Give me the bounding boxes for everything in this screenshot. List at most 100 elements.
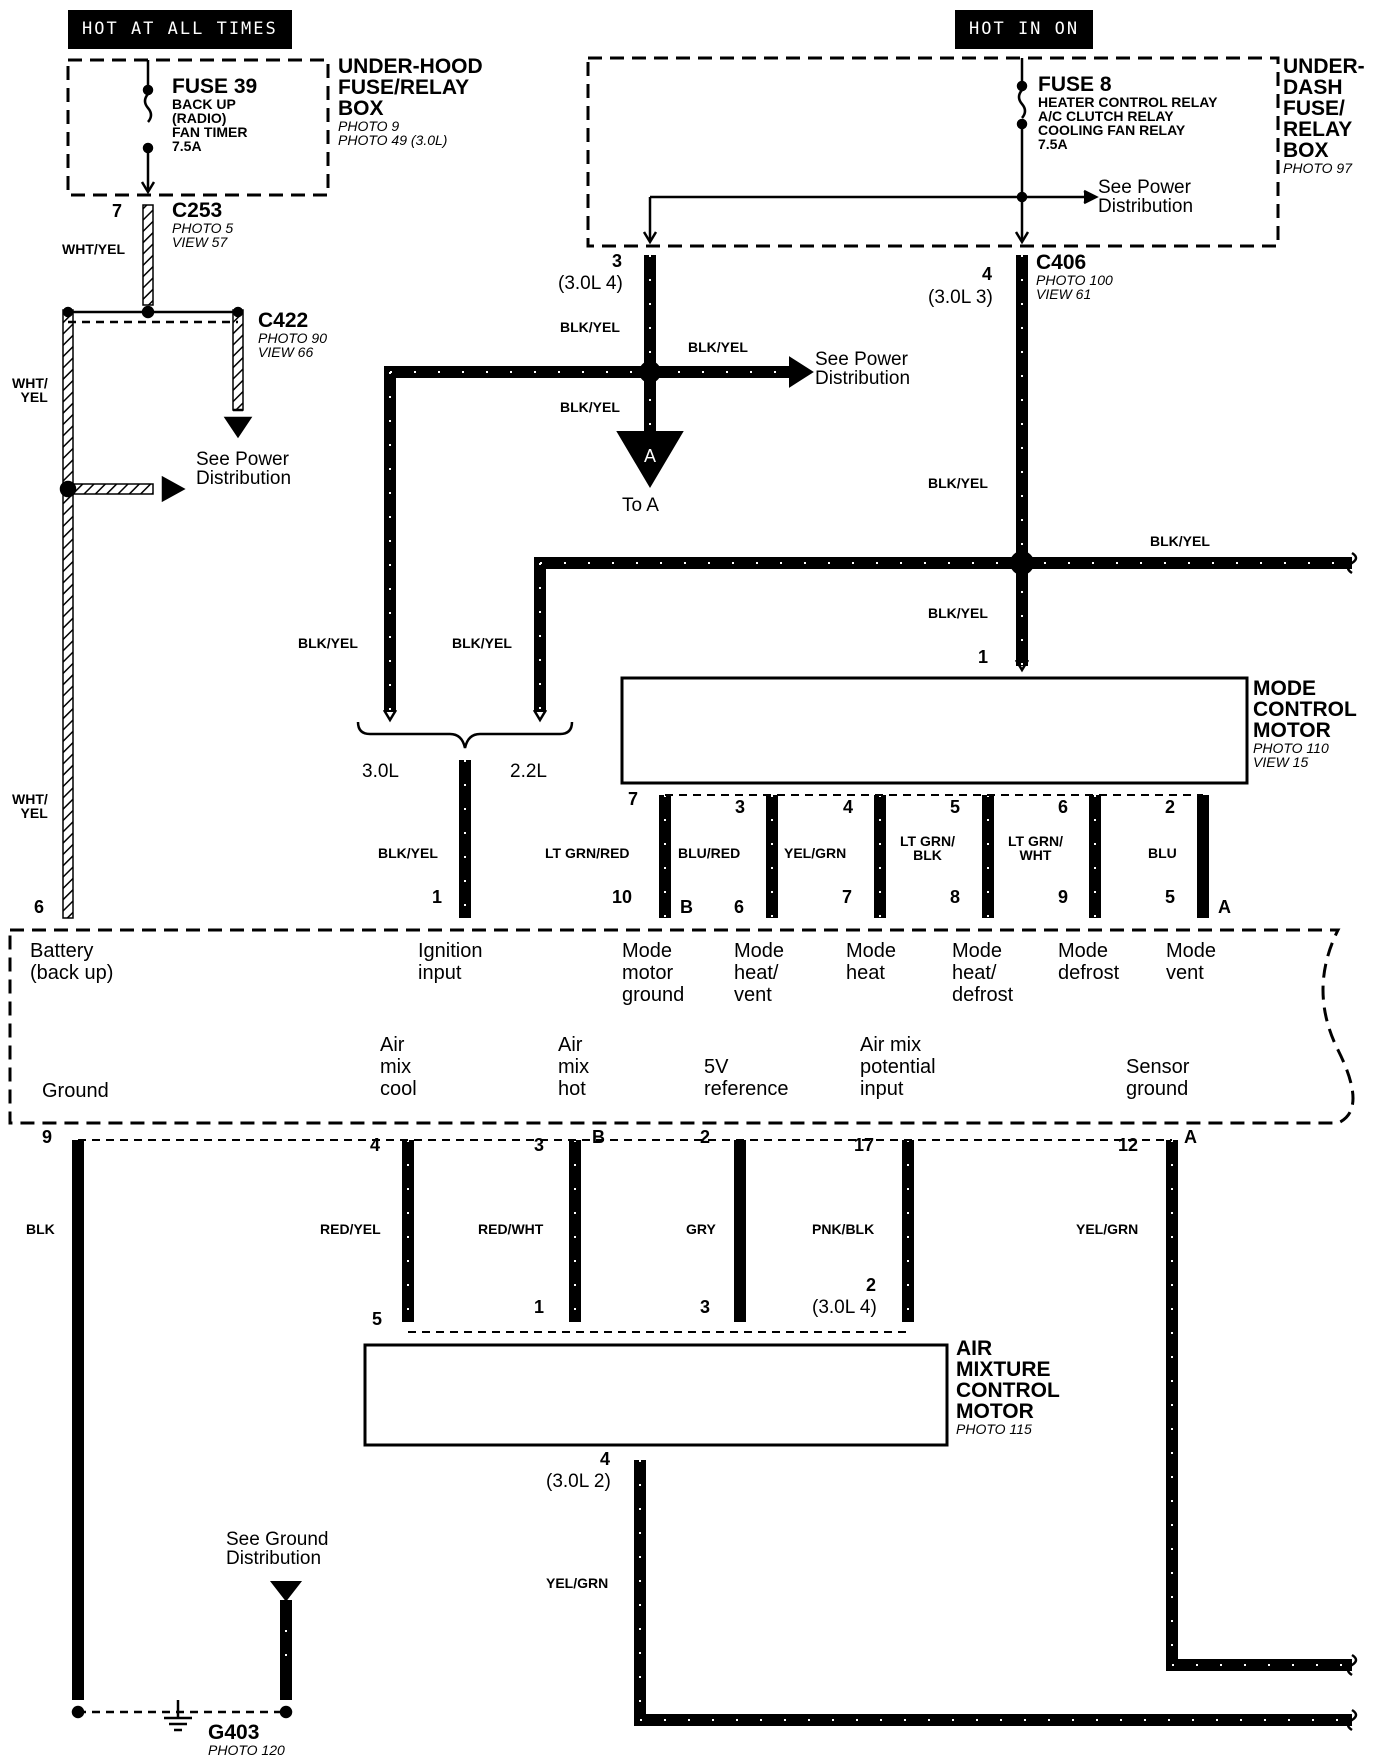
mode-control-motor-label: MODE CONTROL MOTOR PHOTO 110 VIEW 15 <box>1253 677 1357 770</box>
control-pin-2-bottom: 2 <box>700 1127 711 1147</box>
control-pin-9: 9 <box>1058 887 1069 907</box>
ground-g403-symbol <box>71 1700 293 1732</box>
mode-motor-pin-6: 6 <box>1058 797 1069 817</box>
wire-label-wht-yel-top: WHT/YEL <box>62 241 125 257</box>
c253-label: C253 PHOTO 5 VIEW 57 <box>172 199 234 250</box>
wire-label-red-yel: RED/YEL <box>320 1221 381 1237</box>
wire-label-yel-grn-sensor: YEL/GRN <box>1076 1221 1139 1237</box>
wire-label-blk-yel-3: BLK/YEL <box>560 399 620 415</box>
wire-label-yel-grn-mode: YEL/GRN <box>784 845 847 861</box>
wire-label-pnk-blk: PNK/BLK <box>812 1221 875 1237</box>
control-letter-a-bottom: A <box>1184 1127 1197 1147</box>
hot-at-all-times-header: HOT AT ALL TIMES <box>68 10 292 49</box>
wire-label-lt-grn-wht: LT GRN/WHT <box>1008 833 1063 863</box>
c406-pin: 4 <box>982 264 993 284</box>
wire-label-blk-yel-1: BLK/YEL <box>560 319 620 335</box>
left-connector-pin: 3 <box>612 251 623 271</box>
control-pin-6-battery: 6 <box>34 897 45 917</box>
control-pin-12-bottom: 12 <box>1118 1135 1139 1155</box>
fuse-8-label: FUSE 8 HEATER CONTROL RELAY A/C CLUTCH R… <box>1038 73 1218 152</box>
engine-3-0l-label: 3.0L <box>362 761 399 782</box>
function-ground: Ground <box>42 1080 109 1102</box>
mode-motor-pin-7: 7 <box>628 789 639 809</box>
wire-label-lt-grn-red: LT GRN/RED <box>545 845 630 861</box>
c253-pin: 7 <box>112 201 123 221</box>
wire-label-blu: BLU <box>1148 845 1177 861</box>
control-pin-5: 5 <box>1165 887 1176 907</box>
air-motor-pin-4: 4 <box>600 1449 611 1469</box>
wire-label-blk-yel-4: BLK/YEL <box>928 475 988 491</box>
air-motor-pin-2: 2 <box>866 1275 877 1295</box>
control-pin-10: 10 <box>612 887 633 907</box>
c406-label: C406 PHOTO 100 VIEW 61 <box>1036 251 1113 302</box>
mode-motor-pin-3: 3 <box>735 797 746 817</box>
fuse-39-symbol <box>140 60 156 195</box>
wire-label-blk-yel-6: BLK/YEL <box>928 605 988 621</box>
underhood-fuse-relay-box-label: UNDER-HOOD FUSE/RELAY BOX PHOTO 9 PHOTO … <box>338 55 483 148</box>
control-pin-9-ground: 9 <box>42 1127 53 1147</box>
mode-motor-pin-2: 2 <box>1165 797 1176 817</box>
control-unit-box <box>8 928 1355 1125</box>
left-connector-pin-alt: (3.0L 4) <box>558 273 623 294</box>
control-letter-b-bottom: B <box>592 1127 605 1147</box>
air-mixture-control-motor-label: AIR MIXTURE CONTROL MOTOR PHOTO 115 <box>956 1337 1060 1437</box>
c406-pin-alt: (3.0L 3) <box>928 287 993 308</box>
air-mixture-control-motor-box <box>363 1343 949 1447</box>
wire-label-blk-yel-8: BLK/YEL <box>452 635 512 651</box>
control-pin-6: 6 <box>734 897 745 917</box>
air-motor-pin-1: 1 <box>534 1297 545 1317</box>
wire-label-blu-red: BLU/RED <box>678 845 741 861</box>
control-pin-1: 1 <box>432 887 443 907</box>
wire-label-yel-grn-air: YEL/GRN <box>546 1575 609 1591</box>
wire-label-wht-yel-left-1: WHT/YEL <box>12 375 48 405</box>
to-a-label: To A <box>622 495 659 516</box>
underdash-fuse-box <box>586 56 1280 248</box>
c422-label: C422 PHOTO 90 VIEW 66 <box>258 309 327 360</box>
control-letter-b-top: B <box>680 897 693 917</box>
air-motor-pin-4-alt: (3.0L 2) <box>546 1471 611 1492</box>
wire-label-lt-grn-blk: LT GRN/BLK <box>900 833 955 863</box>
wire-label-blk-yel-2: BLK/YEL <box>688 339 748 355</box>
hot-in-on-header: HOT IN ON <box>955 10 1094 49</box>
wire-label-blk-yel-7: BLK/YEL <box>298 635 358 651</box>
g403-label: G403 PHOTO 120 <box>208 1721 285 1758</box>
underdash-fuse-relay-box-label: UNDER- DASH FUSE/ RELAY BOX PHOTO 97 <box>1283 55 1365 176</box>
air-motor-pin-5: 5 <box>372 1309 383 1329</box>
air-motor-pin-3: 3 <box>700 1297 711 1317</box>
fuse-8-symbol <box>642 58 1099 245</box>
wire-label-gry: GRY <box>686 1221 716 1237</box>
mode-motor-pin-4: 4 <box>843 797 854 817</box>
mode-motor-pin-5: 5 <box>950 797 961 817</box>
mode-control-motor-box <box>620 676 1249 785</box>
wire-label-wht-yel-left-2: WHT/YEL <box>12 791 48 821</box>
wire-label-blk-yel-5: BLK/YEL <box>1150 533 1210 549</box>
control-pin-3-bottom: 3 <box>534 1135 545 1155</box>
fuse-39-label: FUSE 39 BACK UP (RADIO) FAN TIMER 7.5A <box>172 75 258 154</box>
engine-2-2l-label: 2.2L <box>510 761 547 782</box>
control-pin-17-bottom: 17 <box>854 1135 875 1155</box>
control-pin-8: 8 <box>950 887 961 907</box>
to-a-arrow-letter: A <box>644 446 656 466</box>
function-battery-backup: Battery(back up) <box>30 940 114 984</box>
wire-label-blk-yel-9: BLK/YEL <box>378 845 438 861</box>
control-letter-a-top: A <box>1218 897 1231 917</box>
mode-motor-pin-1: 1 <box>978 647 989 667</box>
control-pin-4-bottom: 4 <box>370 1135 381 1155</box>
